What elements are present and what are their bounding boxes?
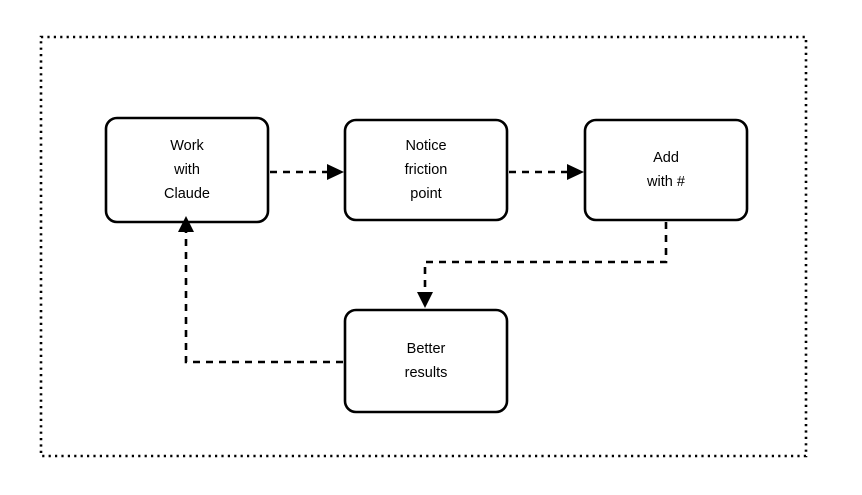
edge-add-to-better <box>417 222 668 308</box>
node-work-with-claude[interactable] <box>104 116 270 224</box>
workflow-boundary <box>39 35 808 458</box>
edge-better-to-work <box>178 216 343 364</box>
edge-work-to-notice <box>270 164 344 180</box>
node-add-with-hash[interactable] <box>583 118 749 222</box>
node-better-results[interactable] <box>343 308 509 414</box>
edge-notice-to-add <box>509 164 584 180</box>
node-notice-friction-point[interactable] <box>343 118 509 222</box>
